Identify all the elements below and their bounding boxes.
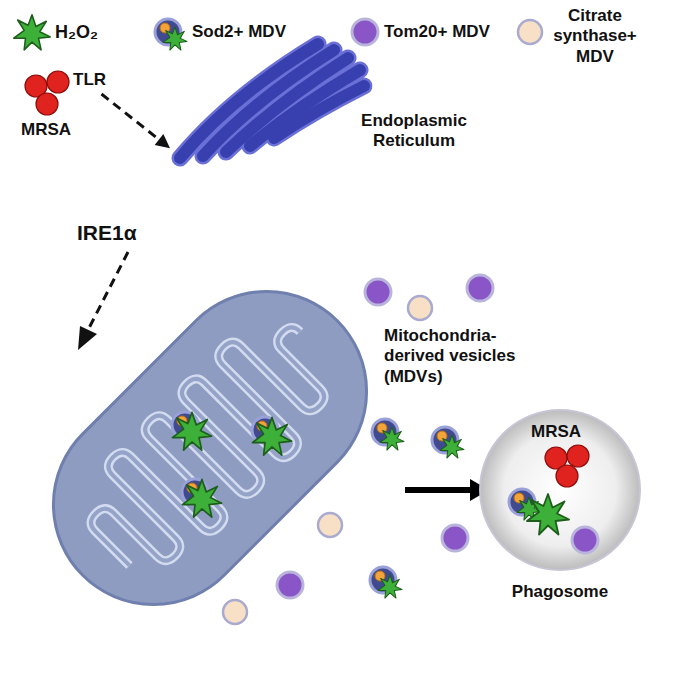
legend-text: Tom20+ MDV (384, 22, 490, 42)
node-text: MRSA (21, 120, 74, 140)
region-label: Mitochondria- derived vesicles (MDVs) (384, 326, 524, 387)
organism-label: MRSA (528, 420, 587, 446)
phagosome-region: MRSA Phagosome (478, 408, 642, 612)
arrow-head (155, 134, 170, 148)
receptor-label: TLR (70, 68, 112, 94)
er-cisternae (180, 44, 364, 158)
legend-text: H₂O₂ (55, 22, 98, 44)
node-text: Phagosome (478, 582, 642, 602)
signal-arrow (78, 252, 128, 350)
phagosome (480, 410, 640, 570)
mitochondrion (12, 250, 408, 646)
transport-arrow (405, 479, 489, 501)
h2o2-symbol (14, 15, 50, 50)
legend-swatch (352, 19, 378, 45)
organism-label: MRSA (18, 118, 77, 144)
protein-label: IRE1α (74, 218, 142, 249)
node-text: TLR (73, 70, 109, 90)
node-text: Endoplasmic Reticulum (355, 111, 473, 152)
node-text: IRE1α (77, 220, 139, 245)
legend-text: Sod2+ MDV (192, 22, 286, 42)
dashed-arrow (102, 94, 171, 148)
legend-text: Citrate synthase+ MDV (548, 6, 642, 67)
node-text: MRSA (531, 422, 584, 442)
connector-line (102, 94, 161, 141)
legend-swatch (518, 20, 542, 44)
mrsa-bacteria (25, 71, 69, 115)
organelle-region: Endoplasmic Reticulum (170, 25, 470, 170)
sod2-mdv-symbol (155, 19, 187, 50)
sod2-mdv-inside (172, 412, 292, 517)
